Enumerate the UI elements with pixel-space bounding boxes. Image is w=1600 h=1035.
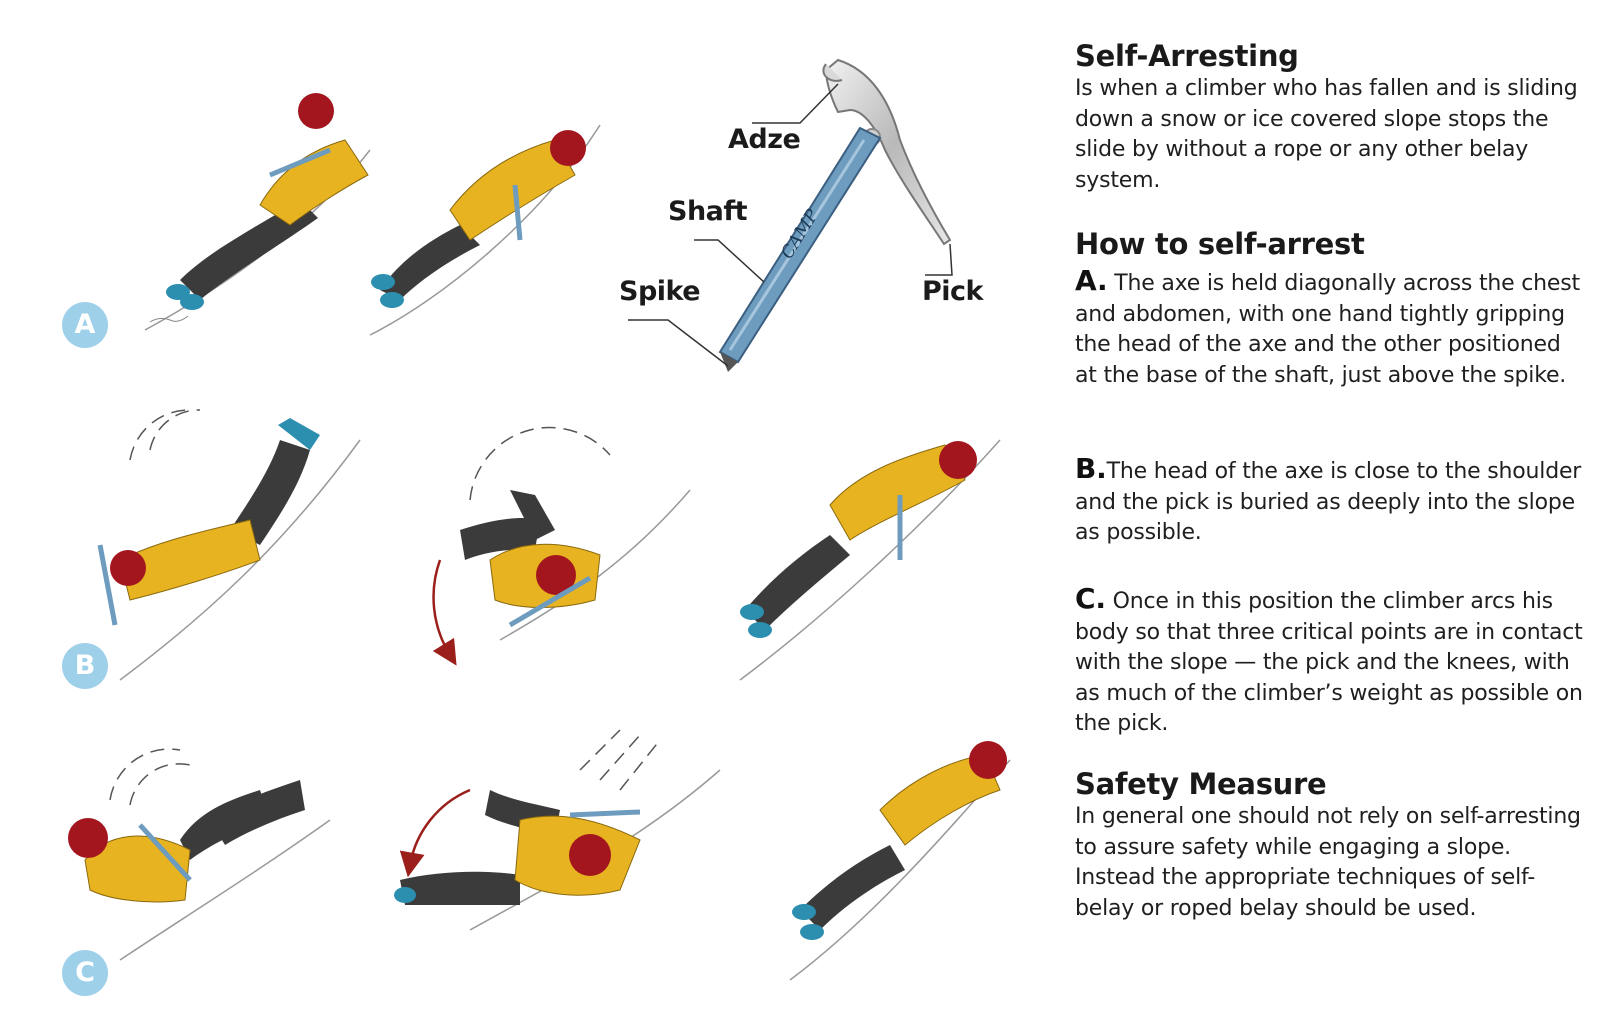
climber-b1 xyxy=(97,409,361,681)
climber-a2 xyxy=(369,124,601,336)
climber-b3 xyxy=(739,439,1001,681)
spike-leader xyxy=(628,319,729,367)
self-arresting-body: Is when a climber who has fallen and is … xyxy=(1075,76,1578,193)
how-to-heading: How to self-arrest xyxy=(1075,227,1365,261)
axe-spike-shape xyxy=(720,352,738,372)
rotation-arrow-b xyxy=(432,559,457,666)
self-arresting-heading: Self-Arresting xyxy=(1075,39,1299,73)
axe-adze-shape xyxy=(822,63,843,82)
step-b: B.The head of the axe is close to the sh… xyxy=(1075,452,1585,549)
axe-label-pick: Pick xyxy=(922,276,984,307)
pick-leader xyxy=(925,243,953,276)
self-arresting-section: Self-Arresting Is when a climber who has… xyxy=(1075,38,1585,196)
step-badge-a: A xyxy=(62,302,108,348)
step-badge-c: C xyxy=(62,950,108,996)
step-b-letter: B. xyxy=(1075,452,1107,485)
step-a: A. The axe is held diagonally across the… xyxy=(1075,264,1585,391)
step-c: C. Once in this position the climber arc… xyxy=(1075,582,1585,740)
step-a-text: The axe is held diagonally across the ch… xyxy=(1075,271,1580,388)
adze-leader xyxy=(752,83,839,124)
axe-label-spike: Spike xyxy=(619,276,701,307)
how-to-section: How to self-arrest xyxy=(1075,226,1585,262)
step-a-letter: A. xyxy=(1075,264,1108,297)
safety-body: In general one should not rely on self-a… xyxy=(1075,804,1581,921)
axe-shaft-highlight xyxy=(728,139,866,351)
safety-heading: Safety Measure xyxy=(1075,767,1327,801)
step-badge-b: B xyxy=(62,643,108,689)
step-c-letter: C. xyxy=(1075,582,1106,615)
climber-b2 xyxy=(432,426,691,666)
illustration-area: CAMP xyxy=(62,58,1011,996)
step-b-text: The head of the axe is close to the shou… xyxy=(1075,459,1582,545)
axe-head-shape xyxy=(824,58,952,246)
climber-c1 xyxy=(68,748,331,961)
climber-c3 xyxy=(789,741,1011,981)
climber-a1 xyxy=(144,93,371,331)
climber-c2 xyxy=(394,729,721,931)
axe-label-adze: Adze xyxy=(728,124,801,155)
rotation-arrow-c xyxy=(399,788,471,878)
illustration-canvas: CAMP xyxy=(68,58,1011,981)
safety-section: Safety Measure In general one should not… xyxy=(1075,766,1585,924)
step-c-text: Once in this position the climber arcs h… xyxy=(1075,589,1583,736)
axe-label-shaft: Shaft xyxy=(668,196,748,227)
shaft-leader xyxy=(694,239,765,283)
